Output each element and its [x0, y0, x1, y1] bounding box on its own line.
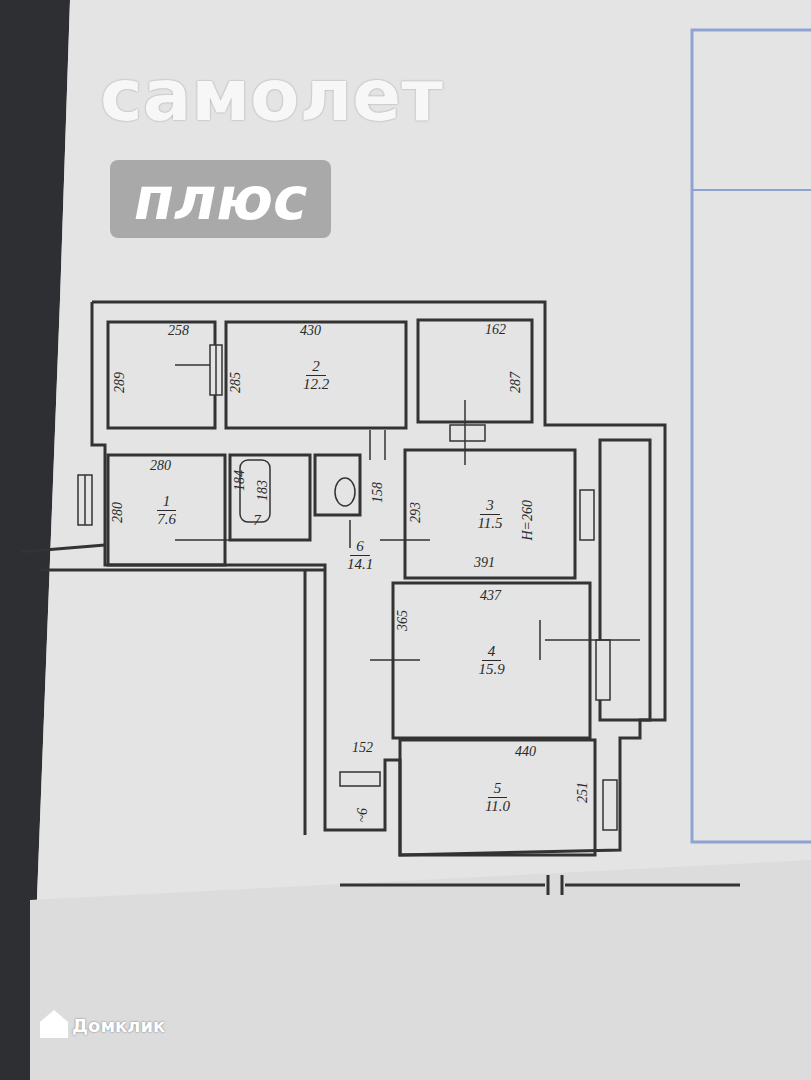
room-area-value: 7.6	[155, 511, 178, 528]
dimension: 287	[508, 372, 524, 393]
height-note: Н=260	[520, 500, 536, 541]
room-area-value: 11.5	[475, 515, 504, 532]
room-number: 6	[350, 538, 370, 556]
dimension: 391	[474, 555, 495, 571]
room-area-value: 12.2	[301, 376, 331, 393]
dimension: 365	[395, 610, 411, 631]
dimension: 184	[232, 470, 248, 491]
dimension: 162	[485, 322, 506, 338]
room-label: 7	[251, 512, 263, 529]
dimension: 280	[110, 502, 126, 523]
room-area-value: 14.1	[345, 556, 375, 573]
watermark: самолет	[100, 55, 443, 135]
room-area: 511.0	[400, 740, 595, 855]
dimension: 440	[515, 744, 536, 760]
dimension: 289	[112, 372, 128, 393]
dimension: 437	[480, 588, 501, 604]
room-area: 415.9	[393, 583, 590, 738]
room-number: 2	[306, 358, 326, 376]
room-number: 3	[480, 497, 500, 515]
room-area: 7	[232, 500, 282, 540]
room-area: 614.1	[325, 530, 395, 580]
watermark: плюс	[110, 160, 331, 238]
dimension: 258	[168, 323, 189, 339]
room-label: 511.0	[483, 780, 512, 815]
room-label: 212.2	[301, 358, 331, 393]
dimension: 293	[408, 502, 424, 523]
room-area-value: 11.0	[483, 798, 512, 815]
room-label: 311.5	[475, 497, 504, 532]
dimension: 280	[150, 458, 171, 474]
room-number: 5	[488, 780, 508, 798]
dimension: 183	[255, 480, 271, 501]
dimension: 158	[370, 482, 386, 503]
room-number: 4	[482, 643, 502, 661]
dimension: 251	[575, 782, 591, 803]
room-label: 415.9	[476, 643, 506, 678]
dimension: 430	[300, 323, 321, 339]
room-label: 614.1	[345, 538, 375, 573]
dimension: 152	[352, 740, 373, 756]
room-label: 17.6	[155, 493, 178, 528]
watermark: Домклик	[72, 1018, 165, 1034]
room-number: 7	[251, 512, 263, 529]
dimension: ~6	[355, 808, 371, 823]
room-area-value: 15.9	[476, 661, 506, 678]
dimension: 285	[228, 372, 244, 393]
room-number: 1	[157, 493, 177, 511]
